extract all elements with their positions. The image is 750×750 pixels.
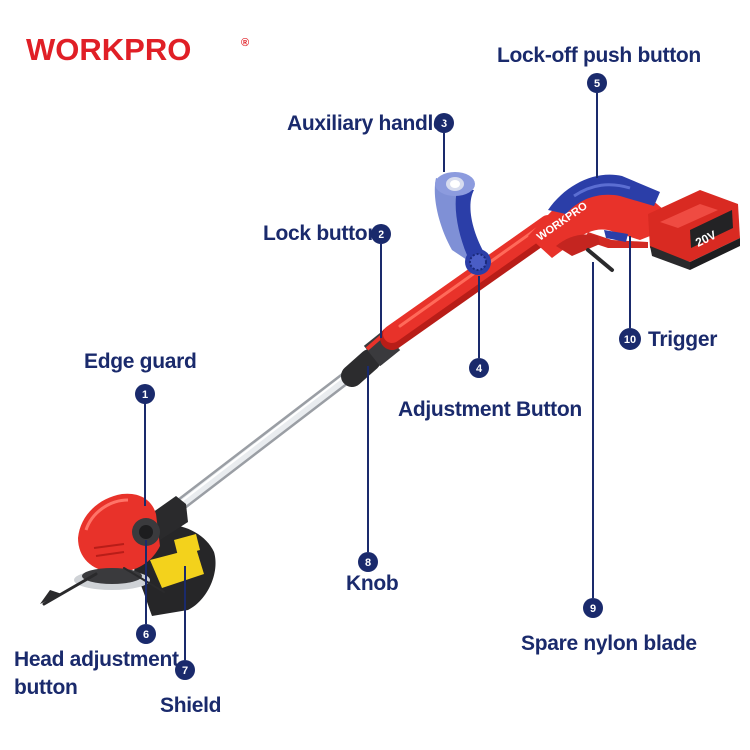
badge-4: [469, 358, 489, 378]
battery-pack: 20V: [648, 190, 740, 270]
callout-5: 5 Lock-off push button: [497, 44, 701, 178]
brand-name: WORKPRO: [26, 32, 191, 67]
badge-1: [135, 384, 155, 404]
badge-6: [136, 624, 156, 644]
callout-9: 9 Spare nylon blade: [521, 262, 697, 655]
badge-1-number: 1: [142, 389, 148, 401]
callout-10: 10 Trigger: [619, 236, 718, 351]
label-trigger: Trigger: [648, 328, 717, 351]
spare-nylon-blade: [586, 248, 614, 272]
badge-10-number: 10: [624, 334, 636, 346]
brand-registered-mark: ®: [241, 37, 249, 49]
label-knob: Knob: [346, 572, 398, 595]
rear-handle-housing: WORKPRO: [528, 174, 664, 258]
trimmer-shaft: [143, 351, 379, 535]
callout-7: 7 Shield: [160, 566, 222, 717]
badge-2-number: 2: [378, 229, 384, 241]
badge-4-number: 4: [476, 363, 483, 375]
string-trimmer-illustration: WORKPRO 20V: [40, 172, 740, 616]
badge-2: [371, 224, 391, 244]
badge-5-number: 5: [594, 78, 600, 90]
label-auxiliary-handle: Auxiliary handle: [287, 112, 444, 135]
badge-7: [175, 660, 195, 680]
label-spare-nylon-blade: Spare nylon blade: [521, 632, 697, 655]
badge-10: [619, 328, 641, 350]
badge-8: [358, 552, 378, 572]
callout-4: 4 Adjustment Button: [398, 276, 582, 421]
label-head-adjustment-button: Head adjustment button: [14, 648, 184, 699]
badge-7-number: 7: [182, 665, 188, 677]
badge-8-number: 8: [365, 557, 371, 569]
label-shield: Shield: [160, 694, 221, 717]
motor-head: [40, 493, 216, 616]
label-head-adjustment-line-2: button: [14, 676, 78, 699]
badge-3-number: 3: [441, 118, 447, 130]
badge-3: [434, 113, 454, 133]
badge-9: [583, 598, 603, 618]
label-lock-button: Lock button: [263, 222, 380, 245]
label-lock-off-push-button: Lock-off push button: [497, 44, 701, 67]
label-edge-guard: Edge guard: [84, 350, 197, 373]
badge-9-number: 9: [590, 603, 596, 615]
brand-logo: WORKPRO ®: [26, 32, 249, 67]
label-adjustment-button: Adjustment Button: [398, 398, 582, 421]
label-head-adjustment-line-1: Head adjustment: [14, 648, 179, 671]
callout-2: 2 Lock button: [263, 222, 391, 338]
auxiliary-handle: [434, 172, 491, 275]
callout-8: 8 Knob: [346, 366, 399, 595]
badge-6-number: 6: [143, 629, 149, 641]
badge-5: [587, 73, 607, 93]
callouts: 1 Edge guard 2 Lock button 3 Auxiliary h…: [14, 44, 718, 717]
callout-1: 1 Edge guard: [84, 350, 197, 506]
callout-3: 3 Auxiliary handle: [287, 112, 454, 172]
trigger: [604, 230, 628, 242]
main-tube: [380, 215, 560, 350]
callout-6: 6 Head adjustment button: [14, 540, 184, 699]
